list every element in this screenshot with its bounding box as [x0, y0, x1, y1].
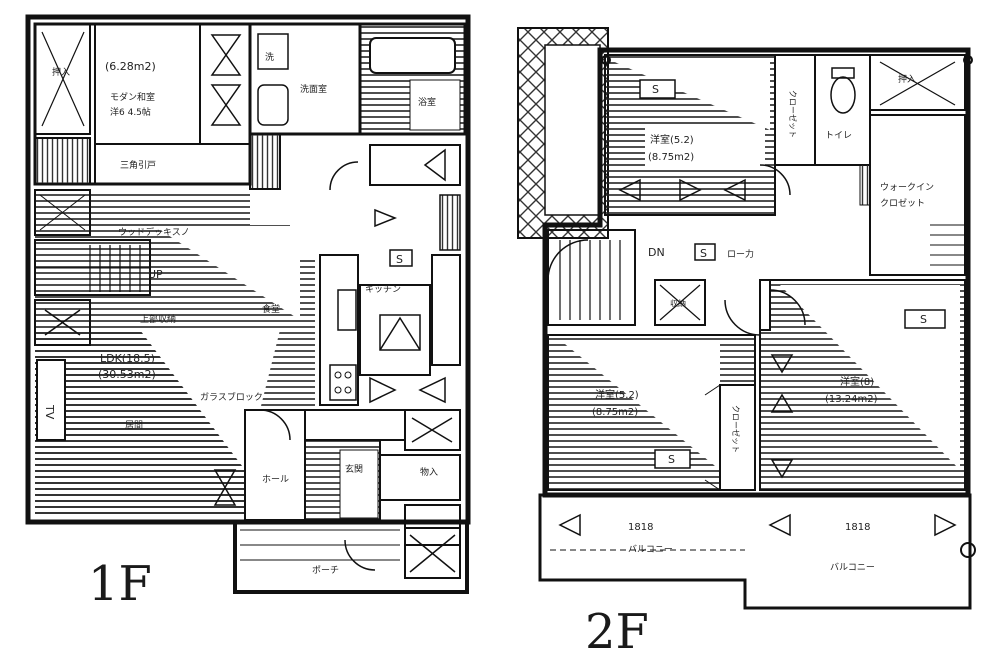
f2-dn-label: DN — [648, 246, 665, 259]
f1-kitchen-label: キッチン — [365, 284, 401, 295]
f1-hall-label: ホール — [262, 474, 289, 485]
f2-roka-label: ロー力 — [727, 248, 754, 260]
f1-small-area-label: (6.28m2) — [105, 60, 156, 73]
floor1-caption: 1F — [88, 556, 152, 612]
f1-oshiire-label: 押入 — [52, 66, 70, 78]
f2-room2-label: 洋室(5.2) — [595, 388, 639, 401]
f1-up-label: UP — [148, 268, 163, 281]
f2-s-mark-2: S — [700, 247, 707, 260]
f2-room1-area-label: (8.75m2) — [648, 152, 694, 163]
f1-glassblock-label: ガラスブロック — [200, 391, 263, 403]
f2-toilet-label: トイレ — [825, 131, 852, 141]
f1-ldk-area-label: (30.53m2) — [98, 368, 156, 381]
floor2-plan — [517, 27, 976, 610]
f2-room1-label: 洋室(5.2) — [650, 133, 694, 146]
floor1-porch-wall — [233, 520, 469, 594]
f1-tv-label: TV — [43, 404, 56, 420]
floor2-labels: S 洋室(5.2) (8.75m2) クローゼット トイレ 押入 ウォークイン … — [585, 73, 934, 660]
f1-storage-label: 物入 — [420, 466, 438, 478]
kitchen-counter — [319, 254, 359, 406]
f2-walkin-label: ウォークイン — [880, 182, 934, 193]
f2-walkin2-label: クロゼット — [880, 197, 925, 209]
f2-balcony2-label: バルコニー — [830, 562, 875, 573]
f2-closet1-label: クローゼット — [788, 90, 798, 138]
f1-kaidan-label: 上部収納 — [140, 313, 176, 325]
f1-porch-label: ポーチ — [312, 565, 339, 576]
f2-master-area-label: (13.24m2) — [825, 394, 878, 405]
f2-closet2-label: クローゼット — [731, 405, 741, 453]
f2-storage-label: 収納 — [670, 298, 686, 308]
f1-bathroom-label: 浴室 — [418, 96, 436, 108]
f2-oshiire-label: 押入 — [898, 73, 916, 85]
f1-s-mark: S — [396, 253, 403, 266]
f2-master-label: 洋室(8) — [840, 375, 874, 388]
f2-ratio1-label: 1818 — [628, 522, 653, 533]
floor1-labels: 押入 (6.28m2) モダン和室 洋6 4.5帖 三角引戸 洗 洗面室 浴室 … — [43, 51, 438, 612]
f2-s-mark-1: S — [652, 83, 659, 96]
f1-sankaku-label: 三角引戸 — [120, 159, 156, 171]
floor2-caption: 2F — [585, 604, 649, 660]
f1-washroom-label: 洗面室 — [300, 83, 327, 95]
f2-s-mark-4: S — [920, 313, 927, 326]
f1-dining-label: 食堂 — [262, 303, 280, 315]
f2-ratio2-label: 1818 — [845, 522, 870, 533]
f1-ldk-label: LDK(18.5) — [100, 352, 155, 365]
f2-balcony1-label: バルコニー — [628, 544, 673, 555]
f2-s-mark-3: S — [668, 453, 675, 466]
floor2-balcony-wall — [538, 493, 972, 610]
floor1-plan — [25, 14, 471, 594]
f1-entrance-label: 玄関 — [345, 463, 363, 475]
f1-modern-jp-size-label: 洋6 4.5帖 — [110, 106, 151, 118]
f2-room2-area-label: (8.75m2) — [592, 407, 638, 418]
f1-small-room-label: 洗 — [265, 51, 274, 63]
f1-living-label: 居間 — [125, 420, 143, 431]
f1-deck-label: ウッドデッキスノ — [118, 226, 190, 238]
f1-modern-jp-label: モダン和室 — [110, 91, 155, 103]
